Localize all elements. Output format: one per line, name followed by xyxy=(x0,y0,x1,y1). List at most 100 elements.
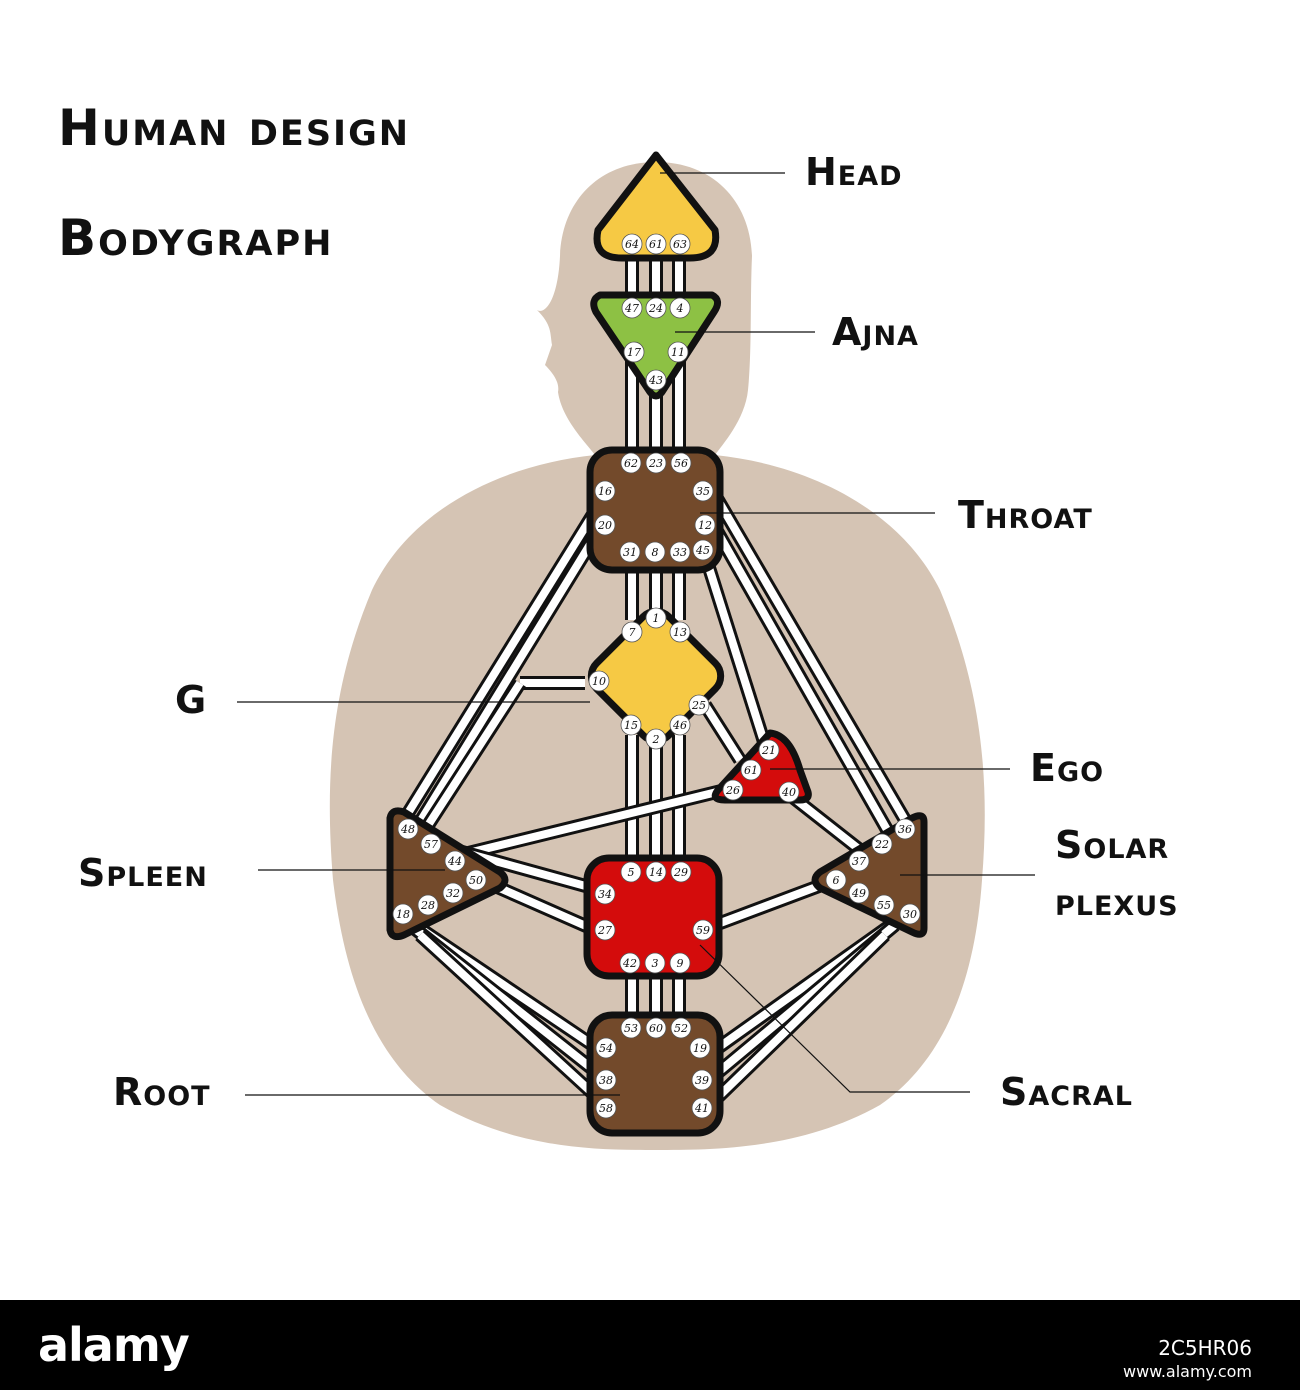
gate-47: 47 xyxy=(621,297,643,319)
gate-1: 1 xyxy=(645,607,667,629)
svg-text:59: 59 xyxy=(696,924,710,937)
svg-text:55: 55 xyxy=(877,899,891,912)
gate-15: 15 xyxy=(620,714,642,736)
svg-text:35: 35 xyxy=(696,485,710,498)
gate-21: 21 xyxy=(758,739,780,761)
channel-12-22 xyxy=(698,506,897,839)
svg-text:9: 9 xyxy=(677,957,684,970)
svg-text:7: 7 xyxy=(629,626,636,639)
gate-30: 30 xyxy=(899,903,921,925)
label-throat: Throat xyxy=(958,493,1093,537)
gate-7: 7 xyxy=(621,621,643,643)
gate-64: 64 xyxy=(621,233,643,255)
channel-45-21 xyxy=(698,552,772,748)
gate-46: 46 xyxy=(669,714,691,736)
gate-62: 62 xyxy=(620,452,642,474)
label-solar-plexus-line1: Solar xyxy=(1055,823,1169,867)
gate-48: 48 xyxy=(397,818,419,840)
label-leader-lines xyxy=(237,172,1035,1096)
channel-35-36 xyxy=(708,491,912,824)
svg-text:17: 17 xyxy=(627,346,641,359)
svg-text:63: 63 xyxy=(673,238,687,251)
title-line-2: Bodygraph xyxy=(58,209,333,267)
head-shape xyxy=(593,151,720,262)
svg-text:32: 32 xyxy=(446,887,460,900)
gate-27: 27 xyxy=(594,919,616,941)
gate-2: 2 xyxy=(645,728,667,750)
svg-text:12: 12 xyxy=(698,519,712,532)
gate-14: 14 xyxy=(645,861,667,883)
channel-10-57 xyxy=(419,679,526,834)
svg-text:43: 43 xyxy=(648,374,663,387)
gate-17: 17 xyxy=(623,341,645,363)
svg-text:39: 39 xyxy=(695,1074,709,1087)
gate-56: 56 xyxy=(670,452,692,474)
gate-43: 43 xyxy=(645,369,667,391)
svg-text:4: 4 xyxy=(676,302,684,315)
svg-text:24: 24 xyxy=(648,302,663,315)
center-ajna: 47 24 4 17 11 43 xyxy=(590,291,721,400)
svg-text:60: 60 xyxy=(649,1022,663,1035)
svg-text:61: 61 xyxy=(744,764,758,777)
svg-text:54: 54 xyxy=(599,1042,613,1055)
svg-text:19: 19 xyxy=(693,1042,707,1055)
sacral-shape xyxy=(583,854,723,980)
gate-31: 31 xyxy=(619,541,641,563)
gate-11: 11 xyxy=(667,341,689,363)
svg-text:56: 56 xyxy=(674,457,688,470)
svg-text:57: 57 xyxy=(424,838,438,851)
gate-9: 9 xyxy=(669,952,691,974)
svg-text:41: 41 xyxy=(694,1102,709,1115)
svg-text:16: 16 xyxy=(598,485,612,498)
svg-text:48: 48 xyxy=(400,823,415,836)
svg-text:1: 1 xyxy=(653,612,660,625)
gate-4: 4 xyxy=(669,297,691,319)
svg-text:47: 47 xyxy=(624,302,639,315)
svg-text:22: 22 xyxy=(874,838,889,851)
svg-text:44: 44 xyxy=(447,855,462,868)
channel-48-16 xyxy=(399,491,611,822)
svg-text:45: 45 xyxy=(695,544,710,557)
label-root: Root xyxy=(113,1070,211,1114)
svg-text:15: 15 xyxy=(624,719,638,732)
gate-37: 37 xyxy=(848,850,870,872)
label-g: G xyxy=(175,678,207,722)
gate-49: 49 xyxy=(848,882,870,904)
gate-53: 53 xyxy=(620,1017,642,1039)
svg-text:27: 27 xyxy=(597,924,612,937)
footer-brand: alamy xyxy=(38,1318,190,1372)
gate-13: 13 xyxy=(669,621,691,643)
gate-8: 8 xyxy=(644,541,666,563)
svg-text:40: 40 xyxy=(781,786,796,799)
label-spleen: Spleen xyxy=(78,851,208,895)
svg-text:37: 37 xyxy=(852,855,866,868)
svg-text:5: 5 xyxy=(628,866,635,879)
svg-text:10: 10 xyxy=(592,675,606,688)
solar-plexus-shape xyxy=(811,812,928,938)
gate-35: 35 xyxy=(692,480,714,502)
svg-text:46: 46 xyxy=(672,719,687,732)
svg-text:20: 20 xyxy=(597,519,612,532)
gate-54: 54 xyxy=(595,1037,617,1059)
gate-6: 6 xyxy=(825,869,847,891)
gate-20: 20 xyxy=(594,514,616,536)
stock-footer-bar: alamy 2C5HR06 www.alamy.com xyxy=(0,1300,1300,1390)
gate-38: 38 xyxy=(595,1069,617,1091)
footer-image-code: 2C5HR06 xyxy=(1158,1336,1252,1360)
channel-57-20 xyxy=(414,516,611,826)
gate-50: 50 xyxy=(465,869,487,891)
gate-10: 10 xyxy=(588,670,610,692)
gate-34: 34 xyxy=(594,883,616,905)
label-solar-plexus-line2: plexus xyxy=(1055,880,1179,924)
channel-25-51 xyxy=(699,701,746,764)
gate-22: 22 xyxy=(871,833,893,855)
gate-52: 52 xyxy=(670,1017,692,1039)
